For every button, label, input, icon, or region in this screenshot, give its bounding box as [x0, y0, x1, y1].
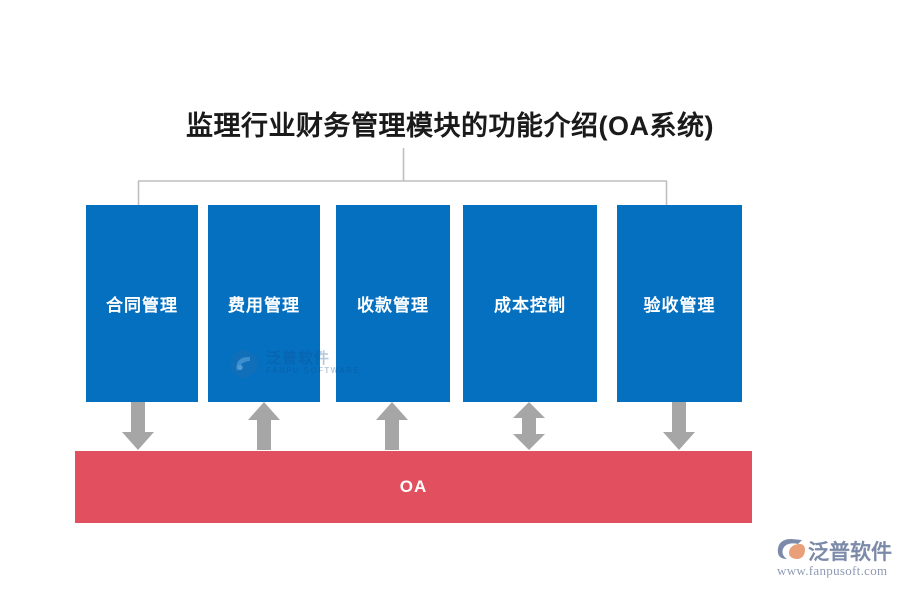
brand-url-text: www.fanpusoft.com [777, 563, 888, 578]
module-label: 收款管理 [357, 296, 429, 315]
oa-bar[interactable]: OA [75, 451, 752, 523]
brand-cn-text: 泛普软件 [808, 541, 892, 564]
module-box-acceptance[interactable]: 验收管理 [617, 205, 742, 402]
arrow-down-contract [122, 402, 154, 450]
arrow-up-receipt [376, 402, 408, 450]
module-label: 费用管理 [228, 296, 300, 315]
module-box-receipt[interactable]: 收款管理 [336, 205, 450, 402]
arrow-down-acceptance [663, 402, 695, 450]
arrow-bidirectional-cost [513, 402, 545, 450]
page-title: 监理行业财务管理模块的功能介绍(OA系统) [186, 111, 714, 141]
arrow-up-expense [248, 402, 280, 450]
module-label: 验收管理 [643, 296, 716, 315]
module-box-contract[interactable]: 合同管理 [86, 205, 198, 402]
brand-logo-icon [777, 539, 805, 559]
oa-bar-label: OA [399, 477, 428, 496]
module-label: 合同管理 [106, 296, 178, 315]
brand-logo: 泛普软件 www.fanpusoft.com [776, 536, 894, 584]
module-box-expense[interactable]: 费用管理 [208, 205, 320, 402]
module-label: 成本控制 [494, 296, 566, 315]
module-box-cost-control[interactable]: 成本控制 [463, 205, 597, 402]
